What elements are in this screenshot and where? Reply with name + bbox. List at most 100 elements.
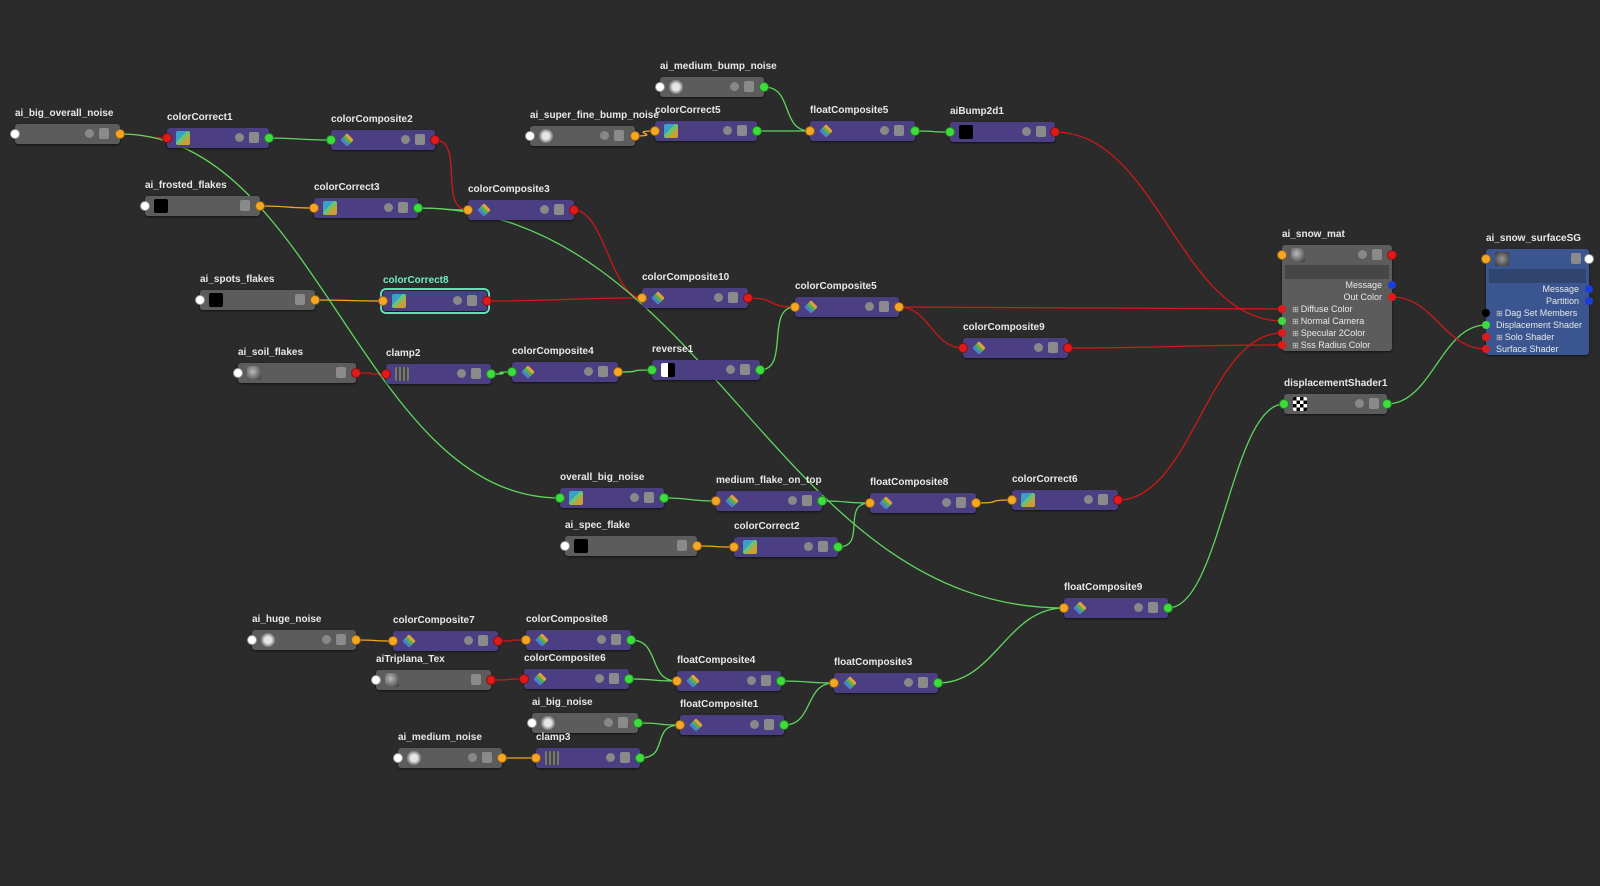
- swatch-button-icon[interactable]: [1084, 495, 1093, 504]
- node-floatComposite4[interactable]: floatComposite4: [672, 655, 786, 691]
- connection-wire[interactable]: [696, 545, 735, 548]
- input-port[interactable]: [1481, 254, 1491, 264]
- swatch-button-icon[interactable]: [540, 205, 549, 214]
- node-colorCorrect6[interactable]: colorCorrect6: [1007, 474, 1123, 510]
- swatch-button-icon[interactable]: [1355, 399, 1364, 408]
- input-port[interactable]: [195, 295, 205, 305]
- output-port[interactable]: [1050, 127, 1060, 137]
- attribute-icon[interactable]: [415, 134, 425, 145]
- attribute-icon[interactable]: [894, 125, 904, 136]
- node-ai-spots-flakes[interactable]: ai_spots_flakes: [195, 274, 320, 310]
- output-port[interactable]: [1113, 495, 1123, 505]
- attribute-icon[interactable]: [611, 634, 621, 645]
- expand-icon[interactable]: ⊞: [1292, 341, 1299, 350]
- input-port[interactable]: [463, 205, 473, 215]
- swatch-button-icon[interactable]: [865, 302, 874, 311]
- input-port[interactable]: [388, 636, 398, 646]
- node-ai-frosted-flakes[interactable]: ai_frosted_flakes: [140, 180, 265, 216]
- connection-wire[interactable]: [747, 297, 796, 308]
- swatch-button-icon[interactable]: [464, 636, 473, 645]
- input-port[interactable]: [655, 82, 665, 92]
- attr-diffuse-color[interactable]: ⊞Diffuse Color: [1278, 303, 1392, 315]
- attribute-icon[interactable]: [336, 634, 346, 645]
- swatch-button-icon[interactable]: [401, 135, 410, 144]
- attribute-icon[interactable]: [644, 492, 654, 503]
- attribute-icon[interactable]: [761, 675, 771, 686]
- node-colorComposite2[interactable]: colorComposite2: [326, 114, 440, 150]
- input-port[interactable]: [711, 496, 721, 506]
- attr-input-port[interactable]: [1278, 305, 1286, 313]
- connection-wire[interactable]: [1391, 296, 1487, 350]
- node-ai-medium-noise[interactable]: ai_medium_noise: [393, 732, 507, 768]
- attr-input-port[interactable]: [1482, 333, 1490, 341]
- attr-input-port[interactable]: [1278, 341, 1286, 349]
- connection-wire[interactable]: [639, 724, 681, 759]
- attribute-icon[interactable]: [1372, 249, 1382, 260]
- output-port[interactable]: [659, 493, 669, 503]
- swatch-button-icon[interactable]: [1034, 343, 1043, 352]
- node-reverse1[interactable]: reverse1: [647, 344, 765, 380]
- input-port[interactable]: [140, 201, 150, 211]
- swatch-button-icon[interactable]: [457, 369, 466, 378]
- input-port[interactable]: [560, 541, 570, 551]
- attr-normal-camera[interactable]: ⊞Normal Camera: [1278, 315, 1392, 327]
- node-ai-super-fine-bump-noise[interactable]: ai_super_fine_bump_noise: [525, 110, 659, 146]
- output-port[interactable]: [1584, 254, 1594, 264]
- input-port[interactable]: [672, 676, 682, 686]
- attribute-icon[interactable]: [471, 674, 481, 685]
- connection-wire[interactable]: [1117, 332, 1283, 501]
- expand-icon[interactable]: ⊞: [1496, 333, 1503, 342]
- attribute-icon[interactable]: [482, 752, 492, 763]
- node-colorCorrect3[interactable]: colorCorrect3: [309, 182, 423, 218]
- input-port[interactable]: [1059, 603, 1069, 613]
- swatch-button-icon[interactable]: [630, 493, 639, 502]
- node-ai-medium-bump-noise[interactable]: ai_medium_bump_noise: [655, 61, 777, 97]
- swatch-button-icon[interactable]: [804, 542, 813, 551]
- output-port[interactable]: [430, 135, 440, 145]
- input-port[interactable]: [1007, 495, 1017, 505]
- output-port[interactable]: [692, 541, 702, 551]
- input-port[interactable]: [378, 296, 388, 306]
- attribute-icon[interactable]: [467, 295, 477, 306]
- swatch-button-icon[interactable]: [85, 129, 94, 138]
- input-port[interactable]: [162, 133, 172, 143]
- output-port[interactable]: [493, 636, 503, 646]
- attribute-icon[interactable]: [744, 81, 754, 92]
- node-colorComposite5[interactable]: colorComposite5: [790, 281, 904, 317]
- output-port[interactable]: [626, 635, 636, 645]
- attribute-icon[interactable]: [1098, 494, 1108, 505]
- output-port[interactable]: [776, 676, 786, 686]
- input-port[interactable]: [829, 678, 839, 688]
- output-port[interactable]: [482, 296, 492, 306]
- node-ai-snow-mat[interactable]: ai_snow_mat Message Out Color ⊞Diffuse C…: [1277, 229, 1397, 351]
- node-floatComposite9[interactable]: floatComposite9: [1059, 582, 1173, 618]
- node-colorCorrect2[interactable]: colorCorrect2: [729, 521, 843, 557]
- input-port[interactable]: [521, 635, 531, 645]
- node-ai-snow-surfaceSG[interactable]: ai_snow_surfaceSG Message Partition ⊞Dag…: [1481, 233, 1594, 355]
- attribute-icon[interactable]: [598, 366, 608, 377]
- attr-input-port[interactable]: [1482, 321, 1490, 329]
- attribute-icon[interactable]: [609, 673, 619, 684]
- output-port[interactable]: [817, 496, 827, 506]
- swatch-button-icon[interactable]: [904, 678, 913, 687]
- output-port[interactable]: [413, 203, 423, 213]
- swatch-button-icon[interactable]: [595, 674, 604, 683]
- connection-wire[interactable]: [630, 639, 678, 682]
- attribute-icon[interactable]: [620, 752, 630, 763]
- connection-wire[interactable]: [573, 209, 643, 299]
- attr-output-port[interactable]: [1388, 293, 1396, 301]
- connection-wire[interactable]: [783, 682, 835, 726]
- input-port[interactable]: [790, 302, 800, 312]
- output-port[interactable]: [264, 133, 274, 143]
- attribute-icon[interactable]: [728, 292, 738, 303]
- attribute-icon[interactable]: [398, 202, 408, 213]
- attribute-icon[interactable]: [737, 125, 747, 136]
- attribute-icon[interactable]: [240, 200, 250, 211]
- node-colorCorrect8-selected[interactable]: colorCorrect8: [378, 275, 492, 314]
- attribute-icon[interactable]: [336, 367, 346, 378]
- expand-icon[interactable]: ⊞: [1496, 309, 1503, 318]
- swatch-button-icon[interactable]: [726, 365, 735, 374]
- output-port[interactable]: [633, 718, 643, 728]
- input-port[interactable]: [555, 493, 565, 503]
- output-port[interactable]: [1382, 399, 1392, 409]
